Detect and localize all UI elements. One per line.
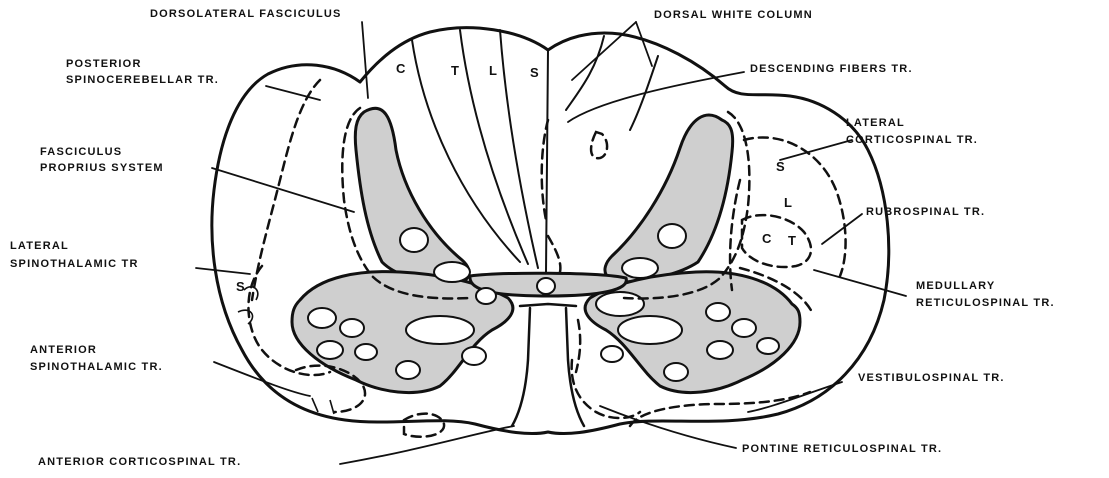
- leader-anterior-corticospinal: [340, 426, 514, 464]
- rubrospinal-boundary: [742, 215, 811, 267]
- zone-letter-c-lateral: C: [762, 232, 771, 245]
- label-posterior-spinocerebellar-2: SPINOCEREBELLAR TR.: [66, 74, 219, 87]
- label-pontine-reticulospinal: PONTINE RETICULOSPINAL TR.: [742, 443, 942, 456]
- leader-pontine-reticulospinal: [600, 406, 736, 448]
- label-vestibulospinal: VESTIBULOSPINAL TR.: [858, 372, 1005, 385]
- zone-letter-l-lateral: L: [784, 196, 792, 209]
- tract-mark: [330, 400, 334, 414]
- label-lateral-corticospinal-2: CORTICOSPINAL TR.: [846, 134, 978, 147]
- label-medullary-reticulospinal-2: RETICULOSPINAL TR.: [916, 297, 1055, 310]
- left-dorsal-horn: [355, 108, 469, 284]
- gm-blob: [618, 316, 682, 344]
- gm-blob: [706, 303, 730, 321]
- label-anterior-spinothalamic-2: SPINOTHALAMIC TR.: [30, 361, 163, 374]
- right-dorsal-horn: [605, 115, 733, 282]
- zone-letter-s-dorsal: S: [530, 66, 539, 79]
- gm-blob: [537, 278, 555, 294]
- label-descending-fibers: DESCENDING FIBERS TR.: [750, 63, 913, 76]
- tract-mark: [312, 398, 318, 412]
- leader-posterior-spinocerebellar: [266, 86, 320, 100]
- label-dorsal-white-column: DORSAL WHITE COLUMN: [654, 9, 813, 22]
- right-ventral-dashed: [576, 320, 580, 372]
- label-posterior-spinocerebellar-1: POSTERIOR: [66, 58, 142, 71]
- gm-blob: [732, 319, 756, 337]
- zone-letter-l-dorsal: L: [489, 64, 497, 77]
- leader-medullary-reticulospinal: [814, 270, 906, 296]
- leader-rubrospinal: [822, 214, 862, 244]
- cord-outline: [212, 28, 889, 434]
- leader-fasciculus-proprius: [212, 168, 354, 212]
- left-anterior-corticospinal: [404, 414, 444, 437]
- leader-dorsal-white-column-b: [636, 22, 652, 66]
- leader-dorsal-white-column-a: [572, 22, 636, 80]
- label-lateral-spinothalamic-1: LATERAL: [10, 240, 69, 253]
- gm-blob: [308, 308, 336, 328]
- gm-blob: [707, 341, 733, 359]
- gm-blob: [757, 338, 779, 354]
- label-fasciculus-proprius-2: PROPRIUS SYSTEM: [40, 162, 164, 175]
- pontine-reticulospinal-boundary: [572, 360, 640, 418]
- label-dorsolateral-fasciculus: DORSOLATERAL FASCICULUS: [150, 8, 342, 21]
- gm-blob: [317, 341, 343, 359]
- label-lateral-corticospinal-1: LATERAL: [846, 117, 905, 130]
- gm-blob: [406, 316, 474, 344]
- gm-blob: [601, 346, 623, 362]
- zone-letter-c-dorsal: C: [396, 62, 405, 75]
- gm-blob: [340, 319, 364, 337]
- gm-blob: [355, 344, 377, 360]
- label-medullary-reticulospinal-1: MEDULLARY: [916, 280, 995, 293]
- label-lateral-spinothalamic-2: SPINOTHALAMIC TR: [10, 258, 139, 271]
- zone-letter-s-lateral: S: [776, 160, 785, 173]
- dorsal-median-septum: [546, 50, 548, 272]
- ventral-median-fissure: [512, 304, 584, 426]
- zone-letter-t-dorsal: T: [451, 64, 459, 77]
- gm-blob: [396, 361, 420, 379]
- label-rubrospinal: RUBROSPINAL TR.: [866, 206, 985, 219]
- leader-dorsolateral: [362, 22, 368, 98]
- zone-letter-s-spinothalamic: S: [236, 280, 245, 293]
- gm-blob: [476, 288, 496, 304]
- label-fasciculus-proprius-1: FASCICULUS: [40, 146, 122, 159]
- dorsal-inner-dashed: [548, 236, 560, 272]
- tract-mark: [238, 310, 253, 324]
- gm-blob: [462, 347, 486, 365]
- gm-blob: [664, 363, 688, 381]
- label-anterior-spinothalamic-1: ANTERIOR: [30, 344, 97, 357]
- gm-blob: [658, 224, 686, 248]
- gm-blob: [434, 262, 470, 282]
- gm-blob: [596, 292, 644, 316]
- descending-fibers-loop: [591, 132, 607, 158]
- label-anterior-corticospinal: ANTERIOR CORTICOSPINAL TR.: [38, 456, 241, 469]
- dorsal-column-line-4: [566, 36, 604, 110]
- leader-lateral-spinothalamic: [196, 268, 250, 274]
- gm-blob: [400, 228, 428, 252]
- zone-letter-t-lateral: T: [788, 234, 796, 247]
- gm-blob: [622, 258, 658, 278]
- lateral-corticospinal-boundary: [744, 137, 846, 276]
